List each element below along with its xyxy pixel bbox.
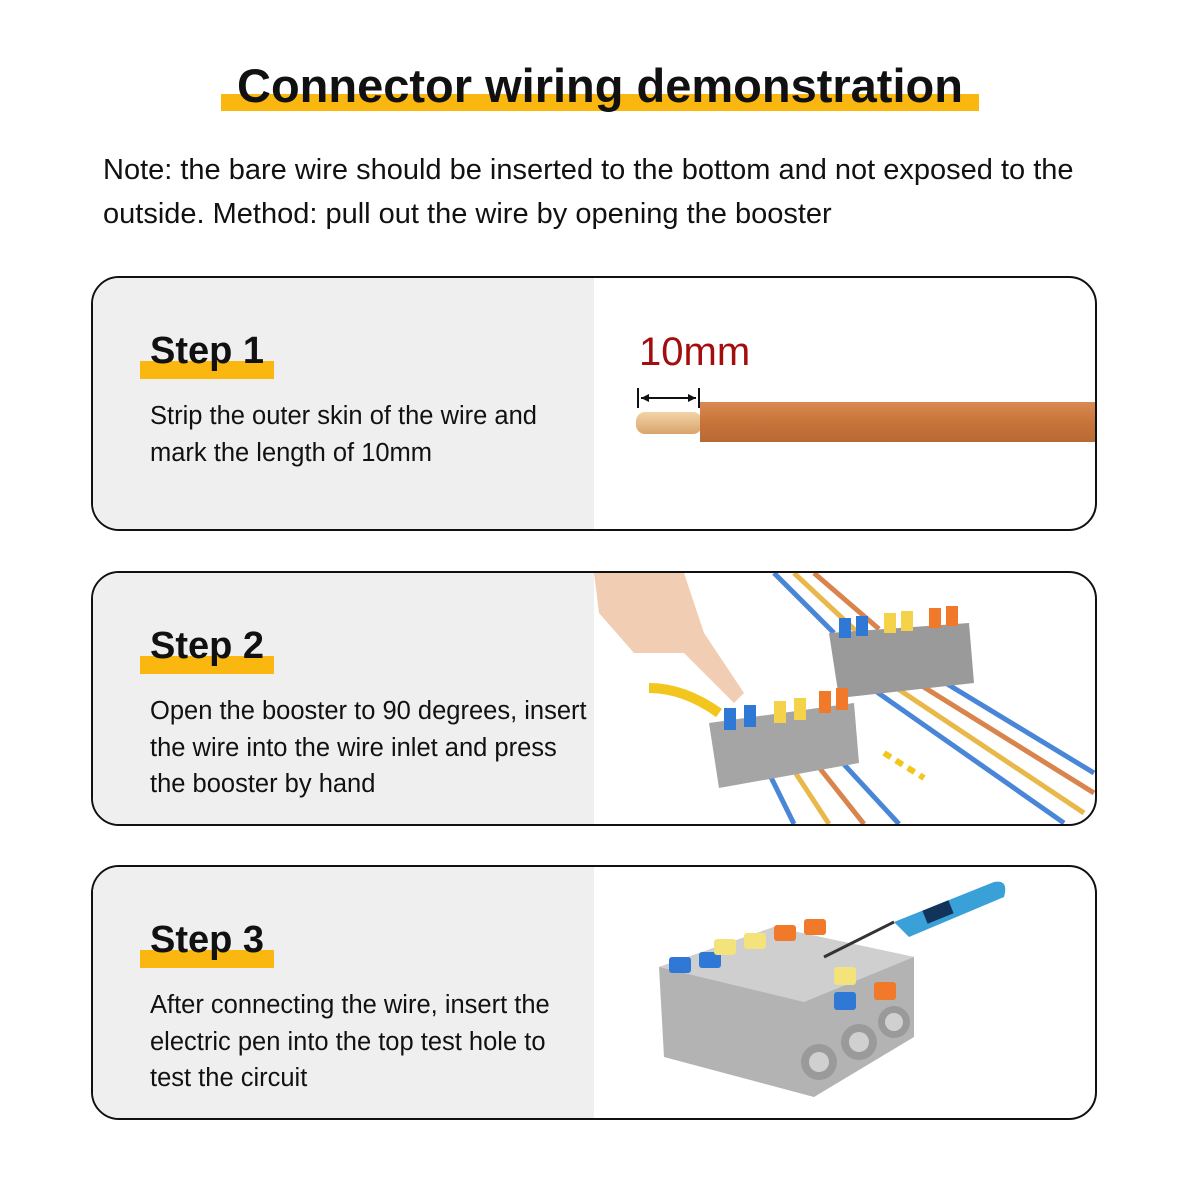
step-2-image bbox=[594, 573, 1095, 824]
step-2-heading: Step 2 bbox=[140, 625, 275, 674]
step-3-label: Step 3 bbox=[150, 919, 265, 961]
step-2-card: Step 2 Open the booster to 90 degrees, i… bbox=[91, 571, 1097, 826]
step-1-text-panel: Step 1 Strip the outer skin of the wire … bbox=[93, 278, 594, 529]
step-1-heading: Step 1 bbox=[140, 330, 275, 379]
step-1-image: 10mm bbox=[594, 278, 1095, 529]
step-3-text-panel: Step 3 After connecting the wire, insert… bbox=[93, 867, 594, 1118]
stripped-wire-illustration bbox=[636, 388, 1095, 442]
electric-pen-test-illustration bbox=[659, 881, 1006, 1097]
step-1-description: Strip the outer skin of the wire and mar… bbox=[150, 402, 537, 467]
step-1-label: Step 1 bbox=[150, 330, 265, 372]
step-2-text-panel: Step 2 Open the booster to 90 degrees, i… bbox=[93, 573, 594, 824]
step-2-description: Open the booster to 90 degrees, insert t… bbox=[150, 697, 587, 798]
measure-label: 10mm bbox=[639, 330, 751, 374]
step-3-image bbox=[594, 867, 1095, 1118]
step-2-label: Step 2 bbox=[150, 625, 265, 667]
step-3-description: After connecting the wire, insert the el… bbox=[150, 991, 550, 1092]
note-text: Note: the bare wire should be inserted t… bbox=[103, 154, 1074, 230]
step-3-heading: Step 3 bbox=[140, 919, 275, 968]
title-text: Connector wiring demonstration bbox=[237, 59, 963, 112]
connector-insertion-illustration bbox=[594, 573, 1095, 824]
step-3-card: Step 3 After connecting the wire, insert… bbox=[91, 865, 1097, 1120]
page-title: Connector wiring demonstration bbox=[221, 58, 979, 113]
step-1-card: Step 1 Strip the outer skin of the wire … bbox=[91, 276, 1097, 531]
